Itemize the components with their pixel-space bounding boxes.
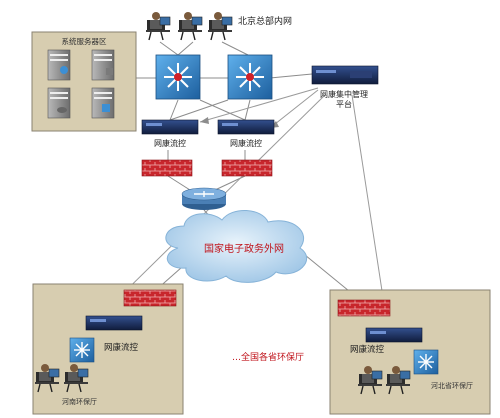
link-mgmt-flowctrl [269, 89, 319, 129]
hq-network-label: 北京总部内网 [238, 15, 292, 27]
core-switch-icon [227, 54, 273, 100]
link-switch-flowctrl [169, 99, 179, 121]
access-switch-icon [413, 349, 439, 375]
flow-control-device-icon [365, 327, 423, 343]
egov-network-label: 国家电子政务外网 [204, 242, 284, 255]
server-icon [91, 49, 115, 81]
mgmt-platform-label-line2: 平台 [336, 99, 352, 109]
server-zone-label: 系统服务器区 [62, 36, 107, 46]
link-switch-mgmt [269, 73, 313, 79]
henan-zone: 网康流控 河南环保厅 [32, 283, 184, 415]
link-worker-switch [159, 41, 179, 56]
egov-network-cloud [165, 210, 308, 283]
core-switch-icon [155, 54, 201, 100]
flow-control-label-1: 网康流控 [154, 138, 186, 148]
firewall-icon [141, 159, 193, 177]
link-firewall-router [167, 175, 191, 191]
hq-workstations [145, 11, 233, 41]
flow-control-label-henan: 网康流控 [104, 342, 139, 353]
link-switch-flowctrl [169, 99, 229, 121]
mgmt-platform-device-icon [311, 65, 379, 85]
user-workstation-icon [145, 11, 171, 41]
nationwide-label: …全国各省环保厅 [232, 351, 304, 363]
flow-control-label-2: 网康流控 [230, 138, 262, 148]
flow-control-device-icon [85, 315, 143, 331]
flow-control-label-hebei: 网康流控 [350, 344, 385, 355]
link-mgmt-flowctrl [199, 87, 319, 123]
link-switch-flowctrl [199, 99, 246, 121]
router-icon [181, 187, 227, 210]
link-worker-switch [177, 41, 194, 56]
firewall-icon [221, 159, 273, 177]
mgmt-platform-label-line1: 网康集中管理 [320, 89, 368, 99]
hebei-zone: 网康流控 河北省环保厅 [329, 289, 491, 415]
server-zone: 系统服务器区 [31, 31, 137, 132]
user-workstation-icon [207, 11, 233, 41]
user-workstation-icon [177, 11, 203, 41]
server-zone-panel [31, 31, 137, 132]
access-switch-icon [69, 337, 95, 363]
server-icon [47, 87, 71, 119]
arrow-head [200, 117, 209, 124]
server-icon [47, 49, 71, 81]
firewall-icon [337, 299, 391, 317]
henan-bureau-label: 河南环保厅 [62, 397, 97, 406]
firewall-icon [123, 289, 177, 307]
flow-control-device-icon [141, 119, 199, 135]
flow-control-device-icon [217, 119, 275, 135]
server-icon [91, 87, 115, 119]
link-worker-switch [221, 41, 249, 56]
hebei-bureau-label: 河北省环保厅 [431, 381, 473, 390]
link-switch-flowctrl [244, 99, 251, 121]
